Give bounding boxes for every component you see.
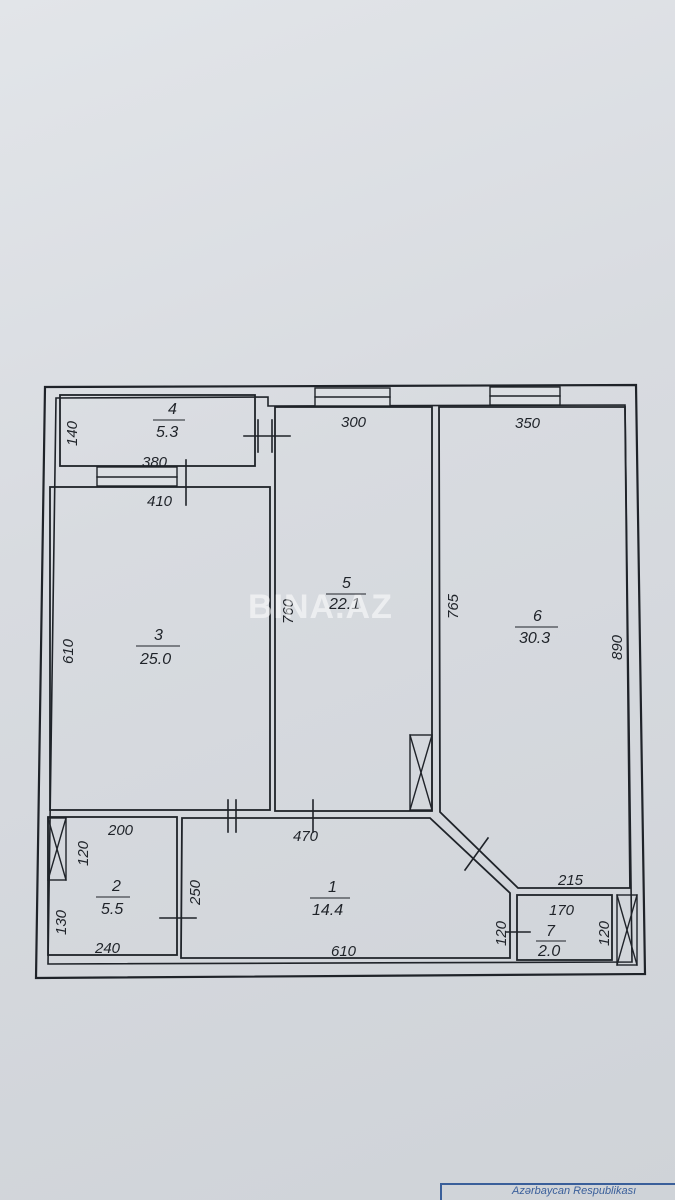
dim-room2-upper: 120 [75,840,92,866]
dim-room4-width: 380 [142,454,168,471]
room-label-7: 7 2.0 [536,923,566,960]
watermark: BINA.AZ [248,588,393,626]
dim-room1-right: 120 [493,920,510,946]
room-1-number: 1 [328,879,337,896]
room-3-outline [49,486,271,811]
room-5-outline [274,406,433,812]
dim-room2-right: 250 [187,879,204,906]
dim-room6-width: 350 [515,415,541,432]
room-label-1: 1 14.4 [310,879,350,919]
window-room-5 [314,387,391,407]
room-4-number: 4 [168,401,177,418]
room-6-outline [438,406,631,889]
dim-room3-height: 610 [60,638,77,664]
room-1-area: 14.4 [312,902,343,919]
vent-shaft-room-2 [47,817,67,881]
room-label-6: 6 30.3 [515,608,558,647]
dim-room1-bottom: 610 [331,943,357,960]
dim-room2-lower: 130 [53,909,70,935]
room-7-outline [516,894,613,961]
window-room-6 [489,386,561,406]
dim-room6-right: 890 [609,634,626,660]
outer-wall-inner [47,396,633,965]
room-label-3: 3 25.0 [136,627,180,668]
stamp-corner: Azərbaycan Respublikası [440,1183,675,1200]
room-label-5: 5 22.1 [326,575,366,613]
dim-room6-left: 765 [445,593,462,619]
dim-room2-width-top: 200 [107,822,134,839]
dim-room1-top: 470 [293,828,319,845]
room-label-4: 4 5.3 [153,401,185,441]
room-6-number: 6 [533,608,542,625]
dim-room5-height: 760 [280,598,297,624]
dim-room7-width: 170 [549,902,575,919]
outer-wall-outer [34,383,647,980]
room-3-area: 25.0 [139,651,171,668]
room-4-outline [59,394,256,467]
room-5-area: 22.1 [328,596,360,613]
dim-room6-bottom: 215 [557,872,584,889]
room-7-area: 2.0 [537,943,560,960]
room-1-outline [180,817,511,959]
window-room-4-3 [96,466,178,487]
dim-room5-width: 300 [341,414,367,431]
vent-shaft-room-5 [409,734,433,811]
vent-shaft-room-7 [616,894,638,966]
dim-room7-height: 120 [596,920,613,946]
room-2-outline [47,816,178,956]
dim-room3-width: 410 [147,493,173,510]
room-2-number: 2 [111,878,121,895]
room-label-2: 2 5.5 [96,878,130,918]
dim-room2-width-bottom: 240 [94,940,121,957]
room-2-area: 5.5 [101,901,123,918]
door-marks [159,419,531,933]
room-4-area: 5.3 [156,424,178,441]
room-5-number: 5 [342,575,351,592]
room-3-number: 3 [154,627,163,644]
room-7-number: 7 [546,923,556,940]
room-6-area: 30.3 [519,630,550,647]
dim-room4-height: 140 [64,420,81,446]
